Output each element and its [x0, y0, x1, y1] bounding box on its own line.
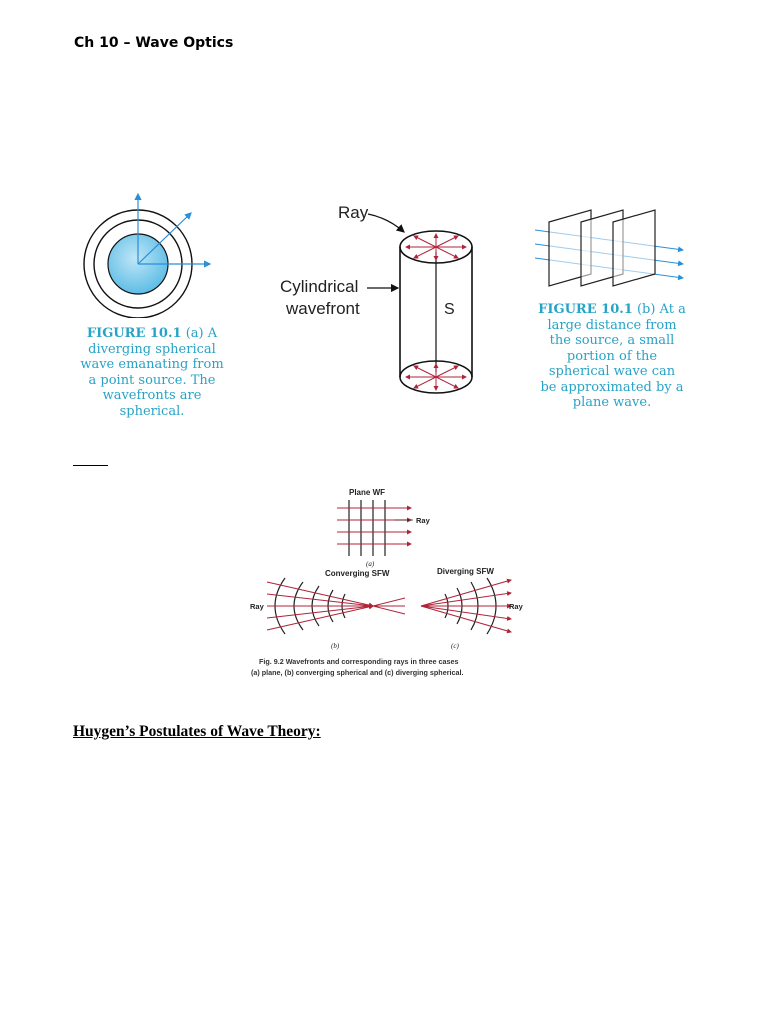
page-title: Ch 10 – Wave Optics	[74, 35, 234, 51]
ray-label-b: Ray	[250, 602, 265, 611]
spherical-wave-figure	[83, 192, 212, 318]
figure-b-label: FIGURE 10.1	[538, 302, 633, 317]
source-s-label: S	[444, 301, 455, 318]
ray-label-a: Ray	[416, 516, 431, 525]
fig-92-caption-line1: Fig. 9.2 Wavefronts and corresponding ra…	[259, 657, 458, 666]
plane-wave-figure	[534, 209, 684, 287]
section-heading: Huygen’s Postulates of Wave Theory:	[73, 723, 321, 740]
figure-b-caption: FIGURE 10.1 (b) At a large distance from…	[538, 302, 686, 410]
section-divider	[73, 465, 108, 466]
cylindrical-label: Cylindrical	[280, 277, 358, 296]
sub-label-c: (c)	[451, 642, 459, 650]
wavefront-label: wavefront	[285, 299, 360, 318]
ray-label-c: Ray	[509, 602, 524, 611]
ray-diagonal-arrow	[137, 212, 192, 265]
sub-label-b: (b)	[331, 642, 340, 650]
diverging-title: Diverging SFW	[437, 567, 494, 576]
converging-title: Converging SFW	[325, 569, 390, 578]
figure-a-caption: FIGURE 10.1 (a) A diverging spherical wa…	[80, 326, 224, 419]
sub-label-a: (a)	[366, 560, 375, 568]
plane-wf-title: Plane WF	[349, 488, 385, 497]
ray-label: Ray	[338, 203, 369, 222]
wavefronts-rays-figure: Plane WF Ray (a) Converging SFW Ray (b) …	[250, 488, 524, 677]
cylindrical-wavefront-figure: Ray Cylindrical wavefront S	[280, 203, 473, 394]
figure-a-label: FIGURE 10.1	[86, 326, 182, 341]
fig-92-caption-line2: (a) plane, (b) converging spherical and …	[251, 668, 463, 677]
